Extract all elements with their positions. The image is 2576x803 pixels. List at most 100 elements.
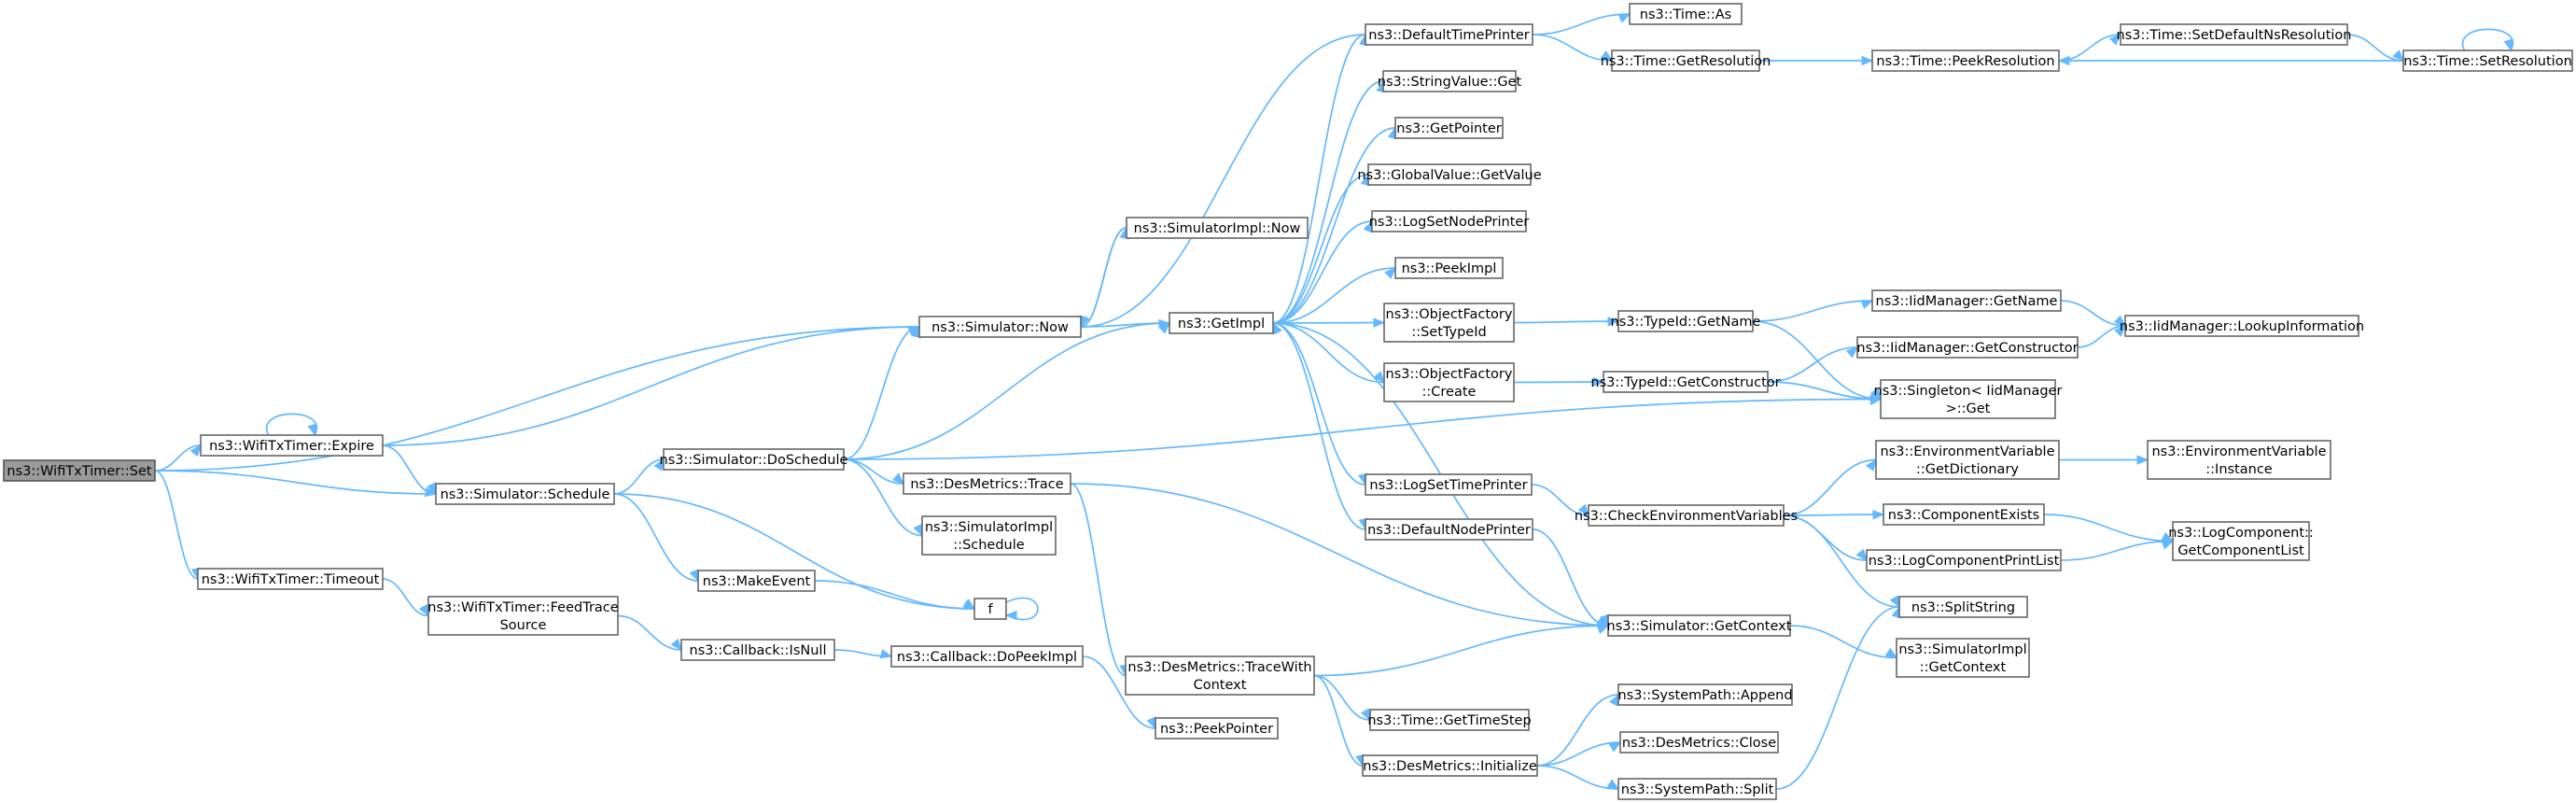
node-box — [1588, 504, 1785, 527]
graph-node-cb-isnull[interactable]: ns3::Callback::IsNull — [680, 639, 835, 661]
graph-node-cb-dopeek[interactable]: ns3::Callback::DoPeekImpl — [890, 645, 1084, 668]
call-edge — [2461, 28, 2514, 52]
graph-node-f[interactable]: f — [973, 598, 1007, 620]
graph-node-desmetrics-close[interactable]: ns3::DesMetrics::Close — [1619, 731, 1779, 754]
call-edge — [154, 470, 438, 498]
node-label: ns3::IidManager::GetName — [1876, 294, 2058, 309]
call-edge — [1272, 322, 1368, 486]
node-label: >::Get — [1946, 402, 1991, 416]
node-label: ns3::WifiTxTimer::Set — [7, 464, 151, 479]
graph-node-logcomponentprintlist[interactable]: ns3::LogComponentPrintList — [1866, 549, 2062, 571]
graph-node-typeid-getconstructor[interactable]: ns3::TypeId::GetConstructor — [1590, 371, 1781, 393]
graph-node-logsetnodeprinter[interactable]: ns3::LogSetNodePrinter — [1369, 210, 1530, 232]
node-label: ns3::IidManager::GetConstructor — [1856, 341, 2078, 356]
graph-node-splitstring[interactable]: ns3::SplitString — [1898, 596, 2028, 618]
graph-node-peekpointer[interactable]: ns3::PeekPointer — [1155, 717, 1279, 740]
graph-node-wifitxtimer-set[interactable]: ns3::WifiTxTimer::Set — [3, 459, 156, 482]
graph-node-iid-getname[interactable]: ns3::IidManager::GetName — [1871, 289, 2062, 312]
graph-node-sim-now[interactable]: ns3::Simulator::Now — [918, 316, 1082, 338]
node-label: ns3::Callback::DoPeekImpl — [897, 650, 1077, 665]
graph-node-getimpl[interactable]: ns3::GetImpl — [1169, 312, 1274, 334]
graph-node-singleton-get[interactable]: ns3::Singleton< IidManager>::Get — [1874, 379, 2063, 419]
graph-node-globalvalue-getvalue[interactable]: ns3::GlobalValue::GetValue — [1357, 163, 1542, 186]
call-edge — [1272, 219, 1373, 324]
graph-node-objectfactory-create[interactable]: ns3::ObjectFactory::Create — [1383, 362, 1515, 402]
graph-node-envvar-getdict[interactable]: ns3::EnvironmentVariable::GetDictionary — [1875, 440, 2060, 480]
graph-node-iid-getconstructor[interactable]: ns3::IidManager::GetConstructor — [1856, 336, 2079, 359]
graph-node-componentexists[interactable]: ns3::ComponentExists — [1883, 503, 2045, 526]
graph-node-time-getresolution[interactable]: ns3::Time::GetResolution — [1601, 49, 1771, 72]
node-label: ns3::WifiTxTimer::Expire — [209, 439, 374, 454]
graph-node-sim-getcontext[interactable]: ns3::Simulator::GetContext — [1607, 614, 1792, 637]
graph-node-typeid-getname[interactable]: ns3::TypeId::GetName — [1611, 310, 1761, 332]
node-label: ns3::PeekPointer — [1160, 722, 1273, 737]
graph-node-defaulttimeprinter[interactable]: ns3::DefaultTimePrinter — [1365, 23, 1533, 46]
graph-node-doschedule[interactable]: ns3::Simulator::DoSchedule — [660, 448, 848, 471]
node-box — [2147, 440, 2331, 480]
node-box — [1871, 289, 2062, 312]
node-label: ns3::Callback::IsNull — [690, 643, 827, 658]
graph-node-peekimpl[interactable]: ns3::PeekImpl — [1394, 257, 1504, 279]
node-label: ns3::DefaultNodePrinter — [1367, 523, 1531, 538]
node-box — [890, 645, 1084, 668]
graph-node-logsettimeprinter[interactable]: ns3::LogSetTimePrinter — [1365, 473, 1533, 496]
node-label: ns3::Time::SetDefaultNsResolution — [2117, 28, 2352, 43]
node-label: ns3::DesMetrics::TraceWith — [1127, 660, 1311, 675]
node-label: ::Schedule — [953, 538, 1024, 553]
node-box — [921, 515, 1057, 556]
graph-node-checkenv[interactable]: ns3::CheckEnvironmentVariables — [1575, 504, 1798, 527]
graph-node-stringvalue-get[interactable]: ns3::StringValue::Get — [1378, 70, 1522, 92]
graph-node-time-setresolution[interactable]: ns3::Time::SetResolution — [2402, 49, 2573, 72]
graph-node-systempath-split[interactable]: ns3::SystemPath::Split — [1617, 778, 1777, 800]
node-label: ns3::ObjectFactory — [1386, 367, 1513, 382]
call-edge — [613, 493, 699, 583]
graph-node-time-peekresolution[interactable]: ns3::Time::PeekResolution — [1871, 49, 2060, 72]
call-edge — [2346, 34, 2404, 62]
graph-node-simimpl-now[interactable]: ns3::SimulatorImpl::Now — [1126, 217, 1309, 239]
node-box — [1617, 778, 1777, 800]
graph-node-time-as[interactable]: ns3::Time::As — [1629, 3, 1743, 25]
node-label: ns3::MakeEvent — [703, 574, 811, 589]
graph-node-time-setdefaultns[interactable]: ns3::Time::SetDefaultNsResolution — [2117, 23, 2352, 46]
graph-node-systempath-append[interactable]: ns3::SystemPath::Append — [1617, 683, 1793, 706]
node-box — [2124, 315, 2359, 337]
call-edge — [1070, 483, 1610, 627]
node-box — [1382, 70, 1517, 92]
node-label: ns3::SimulatorImpl — [1898, 642, 2026, 657]
graph-node-time-getstep[interactable]: ns3::Time::GetTimeStep — [1367, 709, 1532, 731]
graph-node-simimpl-getcontext[interactable]: ns3::SimulatorImpl::GetContext — [1896, 638, 2030, 678]
node-label: ns3::LogComponentPrintList — [1869, 554, 2060, 569]
node-label: ns3::StringValue::Get — [1378, 75, 1522, 90]
call-edge — [843, 458, 904, 485]
graph-node-simimpl-schedule[interactable]: ns3::SimulatorImpl::Schedule — [921, 515, 1057, 556]
graph-node-expire[interactable]: ns3::WifiTxTimer::Expire — [200, 434, 384, 457]
node-box — [1365, 518, 1533, 541]
call-edge — [1775, 605, 1901, 790]
graph-node-logcomponent-getlist[interactable]: ns3::LogComponent::GetComponentList — [2168, 521, 2314, 561]
graph-node-iid-lookupinfo[interactable]: ns3::IidManager::LookupInformation — [2120, 315, 2364, 337]
graph-node-makeevent[interactable]: ns3::MakeEvent — [697, 570, 816, 592]
graph-node-sim-schedule[interactable]: ns3::Simulator::Schedule — [435, 483, 615, 505]
graph-node-desmetrics-initialize[interactable]: ns3::DesMetrics::Initialize — [1362, 754, 1538, 777]
graph-node-objectfactory-settypeid[interactable]: ns3::ObjectFactory::SetTypeId — [1383, 303, 1515, 343]
node-box — [200, 434, 384, 457]
node-box — [1383, 303, 1515, 343]
graph-node-envvar-instance[interactable]: ns3::EnvironmentVariable::Instance — [2147, 440, 2331, 480]
node-label: ns3::EnvironmentVariable — [1880, 444, 2054, 459]
call-edge — [1783, 458, 1877, 516]
call-edge — [613, 458, 665, 495]
node-label: ns3::SystemPath::Append — [1617, 688, 1792, 703]
node-box — [1394, 117, 1504, 139]
call-edge — [1272, 267, 1396, 324]
node-box — [1856, 336, 2079, 359]
node-label: ns3::CheckEnvironmentVariables — [1575, 509, 1798, 524]
graph-node-timeout[interactable]: ns3::WifiTxTimer::Timeout — [197, 568, 384, 590]
node-box — [2120, 23, 2348, 46]
graph-node-defaultnodeprinter[interactable]: ns3::DefaultNodePrinter — [1365, 518, 1533, 541]
call-edge — [843, 458, 923, 537]
graph-node-desmetrics-trace[interactable]: ns3::DesMetrics::Trace — [903, 472, 1071, 495]
graph-node-getpointer[interactable]: ns3::GetPointer — [1394, 117, 1504, 139]
